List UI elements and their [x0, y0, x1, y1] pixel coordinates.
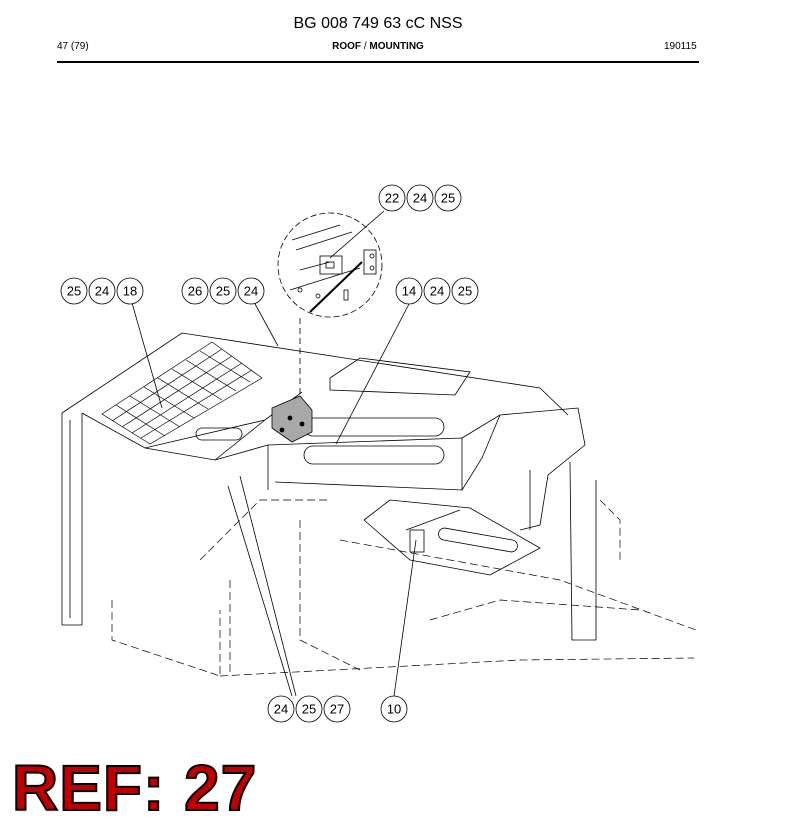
callout-middle-left-group — [181, 277, 265, 305]
callout-bottom-single — [380, 695, 408, 723]
callout-balloon — [451, 277, 479, 305]
callout-number: 24 — [95, 284, 109, 299]
section-separator: / — [361, 41, 370, 52]
callout-balloon — [406, 184, 434, 212]
callout-balloon — [423, 277, 451, 305]
leader-lines — [131, 210, 417, 697]
callout-balloon — [434, 184, 462, 212]
panel-slots — [195, 417, 445, 465]
callout-number: 25 — [458, 284, 472, 299]
machine-body — [111, 499, 697, 677]
callout-balloon — [267, 695, 295, 723]
callout-balloon — [181, 277, 209, 305]
callout-number: 24 — [413, 191, 427, 206]
callout-right-group — [395, 277, 479, 305]
callout-balloon — [295, 695, 323, 723]
callout-balloon — [380, 695, 408, 723]
callout-number: 26 — [188, 284, 202, 299]
callout-balloon — [88, 277, 116, 305]
highlighted-bracket — [271, 395, 313, 443]
callout-balloon — [323, 695, 351, 723]
callout-bottom-left-group — [267, 695, 351, 723]
callout-number: 27 — [330, 702, 344, 717]
page-number: 47 (79) — [57, 41, 89, 52]
header-rule — [57, 61, 699, 63]
callout-balloon — [209, 277, 237, 305]
callout-balloon — [60, 277, 88, 305]
callout-number: 24 — [274, 702, 288, 717]
ref-label: REF: 27 — [11, 752, 258, 824]
grille — [101, 341, 263, 445]
callout-top-detail — [378, 184, 462, 212]
callout-number: 10 — [387, 702, 401, 717]
callout-balloon — [395, 277, 423, 305]
callout-number: 24 — [244, 284, 258, 299]
section-heading-roof: ROOF — [332, 41, 362, 52]
callout-number: 25 — [67, 284, 81, 299]
detail-circle — [277, 212, 383, 318]
callout-balloon — [116, 277, 144, 305]
callout-number: 14 — [402, 284, 416, 299]
callout-number: 25 — [441, 191, 455, 206]
callout-left-group — [60, 277, 144, 305]
roof-outline — [61, 332, 597, 641]
lower-tray — [363, 499, 541, 576]
callout-number: 24 — [430, 284, 444, 299]
callout-number: 25 — [302, 702, 316, 717]
callout-number: 25 — [216, 284, 230, 299]
callout-number: 22 — [385, 191, 399, 206]
callout-number: 18 — [123, 284, 137, 299]
callout-balloon — [378, 184, 406, 212]
detail-contents — [289, 224, 377, 313]
page-title: BG 008 749 63 cC NSS — [293, 15, 463, 32]
callout-balloon — [237, 277, 265, 305]
date-code: 190115 — [664, 41, 697, 52]
section-heading: ROOF / MOUNTING — [0, 41, 756, 52]
section-heading-mounting: MOUNTING — [369, 41, 424, 52]
